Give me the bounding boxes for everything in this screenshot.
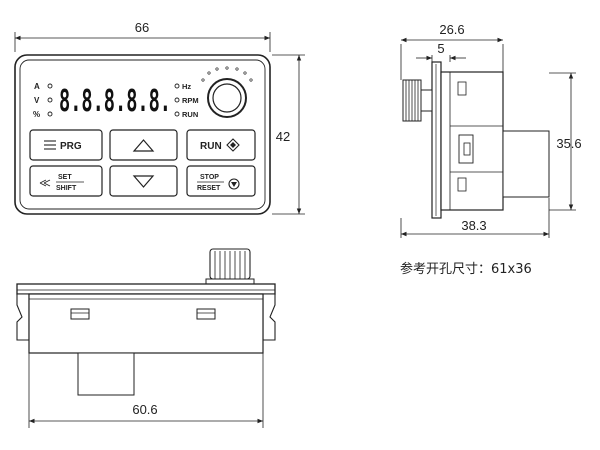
side-height-label: 35.6 [556,136,581,151]
bottom-view: 60.6 [16,248,276,428]
side-view: 26.6 5 35.6 [400,22,582,238]
prg-button-label: PRG [60,141,82,152]
indicator-label-a: A [34,82,40,91]
front-height-label: 42 [276,129,290,144]
right-clip [262,293,276,341]
stop-reset-button[interactable]: STOP RESET [186,165,256,197]
bottom-top-plate [16,283,276,295]
left-clip [16,293,30,341]
side-depth-label: 26.6 [439,22,464,37]
side-bezel [431,61,442,219]
side-knob [402,79,433,122]
reset-label: RESET [197,185,221,192]
set-label: SET [58,174,72,181]
up-arrow-icon [132,139,155,152]
set-shift-button[interactable]: SET SHIFT [29,165,103,197]
indicator-label-run: RUN [182,110,198,119]
front-view: 66 42 A V % 8.8.8.8.8. Hz RPM RUN [14,20,305,215]
indicator-label-v: V [34,96,40,105]
run-button[interactable]: RUN [186,129,256,161]
side-front-label: 5 [437,41,444,56]
stop-icon [228,178,240,190]
down-arrow-icon [132,175,155,188]
side-connector [502,130,550,198]
prg-button[interactable]: PRG [29,129,103,161]
seven-segment-display: 8.8.8.8.8. [59,84,171,119]
potentiometer-knob[interactable] [201,66,253,118]
indicator-label-rpm: RPM [182,96,199,105]
side-total-label: 38.3 [461,218,486,233]
bottom-knob [205,248,255,285]
indicator-label-percent: % [33,110,40,119]
run-diamond-icon [226,138,240,152]
bottom-body [28,293,264,354]
shift-label: SHIFT [56,185,77,192]
front-width-label: 66 [135,20,149,35]
cutout-note: 参考开孔尺寸：61x36 [400,261,532,277]
down-button[interactable] [109,165,178,197]
stop-label: STOP [200,174,219,181]
indicator-label-hz: Hz [182,82,191,91]
run-button-label: RUN [200,141,222,152]
up-button[interactable] [109,129,178,161]
front-bezel [19,59,266,210]
bottom-connector [77,352,135,396]
bottom-width-label: 60.6 [132,402,157,417]
shift-arrows-icon [39,179,51,187]
side-body [440,71,504,211]
